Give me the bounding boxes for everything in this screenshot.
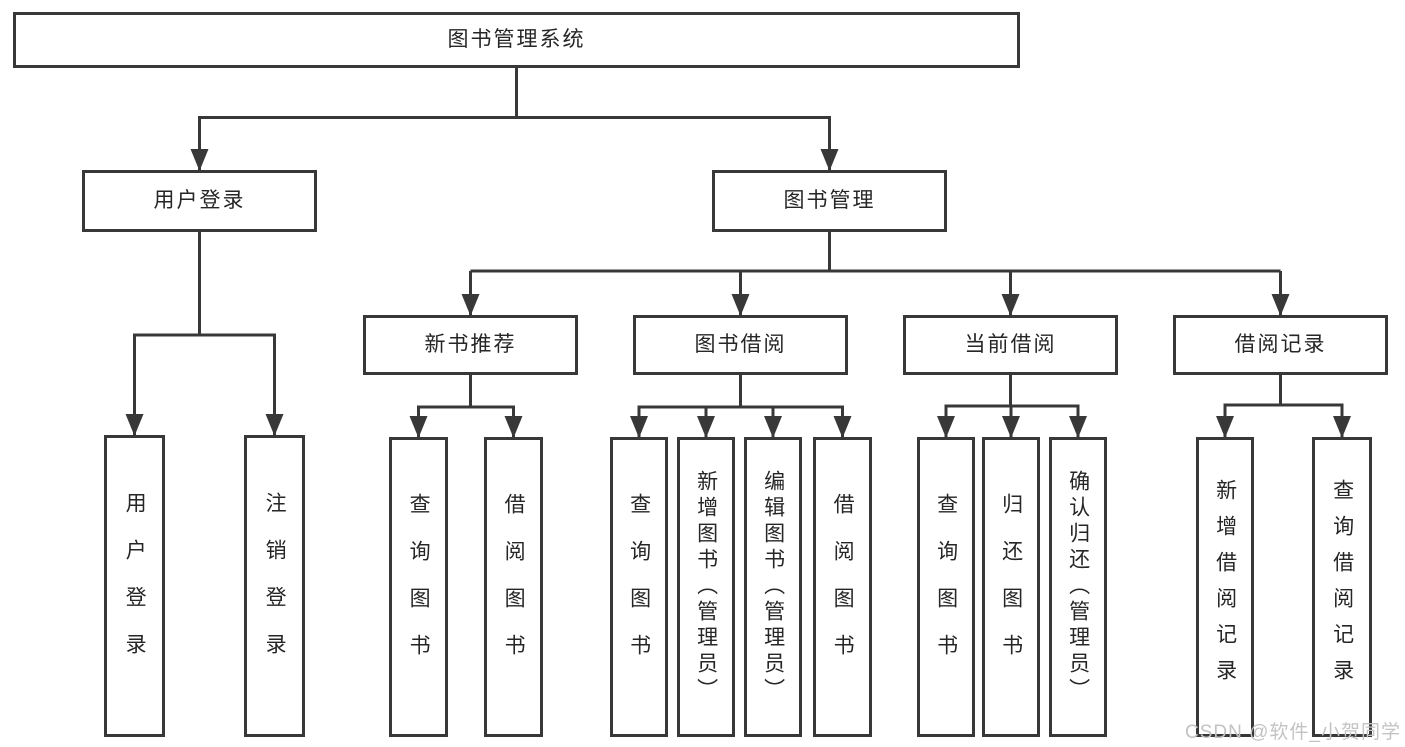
node-current-borrow: 当前借阅 — [903, 315, 1118, 375]
watermark-text: CSDN @软件_小贺同学 — [1185, 722, 1401, 743]
leaf-edit-books-admin: 编辑图书（管理员） — [744, 437, 802, 737]
leaf-add-books-admin: 新增图书（管理员） — [677, 437, 735, 737]
leaf-confirm-return-admin: 确认归还（管理员） — [1049, 437, 1107, 737]
leaf-recommend-query-books: 查询图书 — [389, 437, 448, 737]
leaf-current-query-books: 查询图书 — [917, 437, 975, 737]
leaf-recommend-borrow-books: 借阅图书 — [484, 437, 543, 737]
node-book-borrow: 图书借阅 — [633, 315, 848, 375]
leaf-user-login: 用户登录 — [104, 435, 165, 737]
leaf-add-borrow-record: 新增借阅记录 — [1196, 437, 1254, 737]
leaf-borrow-books: 借阅图书 — [813, 437, 872, 737]
node-book-management: 图书管理 — [712, 170, 947, 232]
leaf-query-borrow-record: 查询借阅记录 — [1312, 437, 1372, 737]
node-borrow-records: 借阅记录 — [1173, 315, 1388, 375]
leaf-borrow-query-books: 查询图书 — [610, 437, 668, 737]
node-user-login: 用户登录 — [82, 170, 317, 232]
leaf-logout: 注销登录 — [244, 435, 305, 737]
node-root: 图书管理系统 — [13, 12, 1020, 68]
node-new-book-recommend: 新书推荐 — [363, 315, 578, 375]
leaf-return-books: 归还图书 — [982, 437, 1040, 737]
